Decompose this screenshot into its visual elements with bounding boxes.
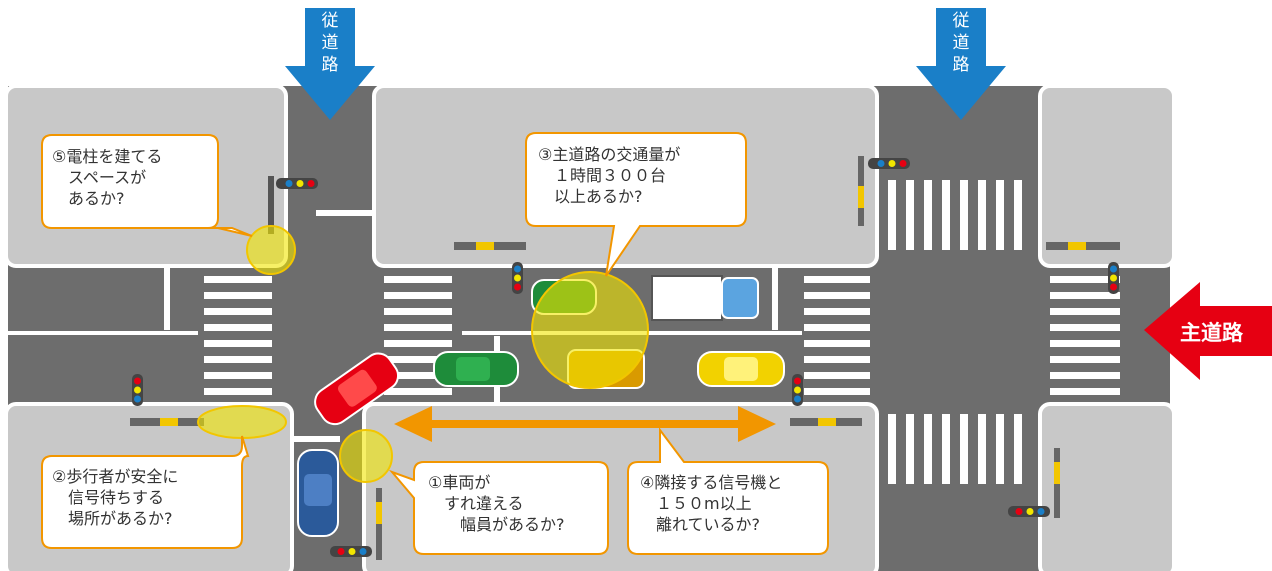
truck-icon xyxy=(651,275,759,321)
callout-1-text: ①車両が すれ違える 幅員があるか? xyxy=(428,473,565,534)
callout-3-bubble xyxy=(525,132,747,277)
callout-bubbles xyxy=(41,132,829,555)
crosswalk-top-right xyxy=(888,180,1022,250)
secondary-road-label-right: 従 道 路 xyxy=(952,11,970,75)
callout-2-text: ②歩行者が安全に 信号待ちする 場所があるか? xyxy=(52,467,179,528)
main-road-arrow xyxy=(1144,282,1272,380)
crosswalk-far-right xyxy=(1050,276,1120,395)
secondary-road-arrow-right xyxy=(916,8,1006,120)
callout-3-text: ③主道路の交通量が １時間３００台 以上あるか? xyxy=(538,145,681,206)
callout-5-bubble xyxy=(41,134,253,237)
crosswalk-right-inner xyxy=(804,276,870,395)
secondary-road-arrow-left xyxy=(285,8,375,120)
traffic-signal-icon xyxy=(130,156,1120,560)
block-top-right xyxy=(1038,84,1176,268)
callout-5-text: ⑤電柱を建てる スペースが あるか? xyxy=(52,147,163,208)
crosswalk-bottom-right xyxy=(888,414,1022,484)
callout-2-bubble xyxy=(41,435,250,549)
main-road-label: 主道路 xyxy=(1180,321,1243,345)
highlight-waiting-area xyxy=(197,405,287,439)
highlight-pole-space xyxy=(246,225,296,275)
highlight-traffic-volume xyxy=(531,271,649,389)
distance-arrow xyxy=(394,406,776,442)
block-bottom-right xyxy=(1038,402,1176,571)
callout-4-bubble xyxy=(627,427,829,555)
highlight-circles xyxy=(197,225,649,483)
callout-1-bubble xyxy=(388,461,609,555)
callout-4-text: ④隣接する信号機と １５０m以上 離れているか? xyxy=(640,473,783,534)
crosswalk-center xyxy=(384,276,452,395)
secondary-road-label-left: 従 道 路 xyxy=(321,11,339,75)
highlight-road-width xyxy=(339,429,393,483)
crosswalk-left xyxy=(204,276,272,395)
